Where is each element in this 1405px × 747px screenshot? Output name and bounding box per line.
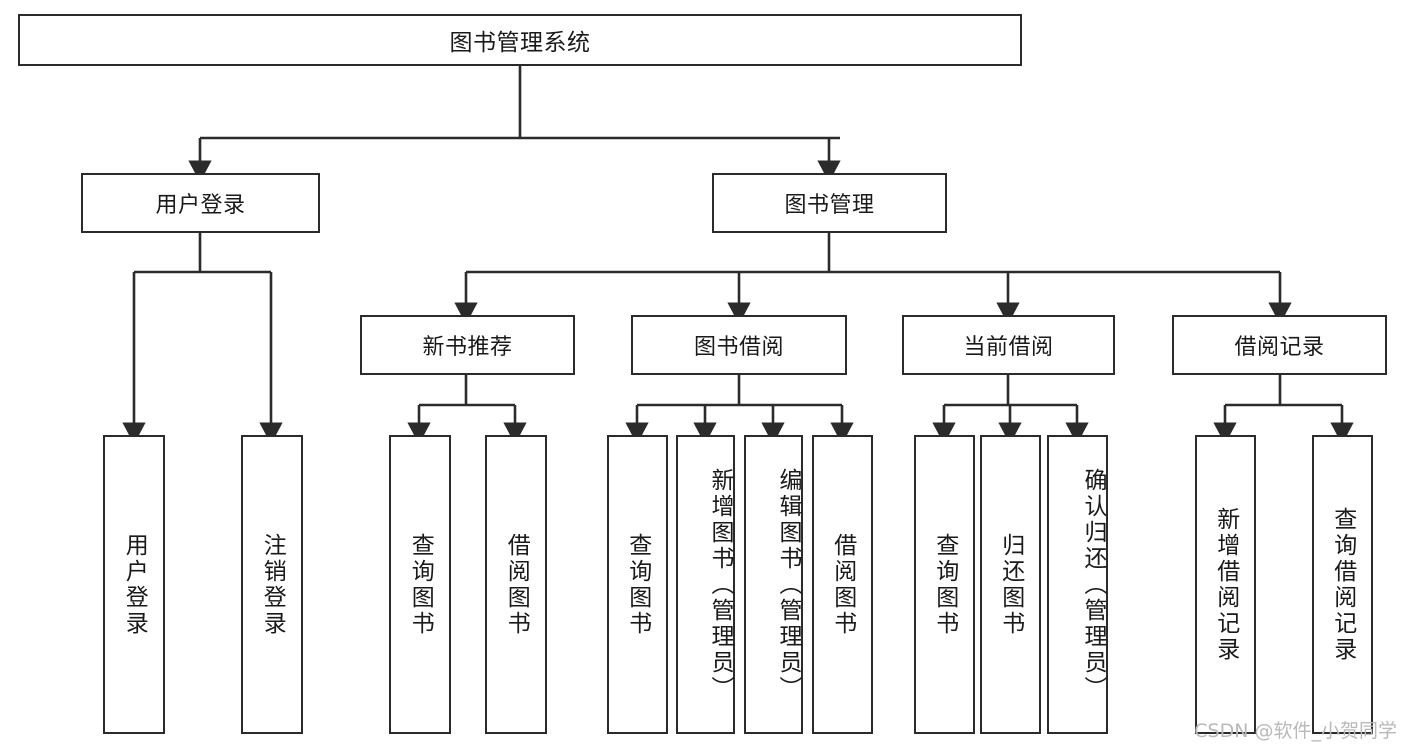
- node-book-manage-label: 图书管理: [784, 193, 875, 218]
- leaf-new-book-query-label: 查询图书: [407, 532, 434, 637]
- leaf-new-book-query[interactable]: 查询图书: [389, 435, 451, 734]
- leaf-book-borrow-add-label: 新增图书（管理员）: [707, 467, 733, 702]
- leaf-borrow-record-query[interactable]: 查询借阅记录: [1312, 435, 1373, 734]
- node-root-label: 图书管理系统: [449, 30, 591, 56]
- node-user-login-label: 用户登录: [155, 193, 246, 218]
- leaf-current-borrow-return-label: 归还图书: [997, 532, 1024, 637]
- node-borrow-record[interactable]: 借阅记录: [1172, 315, 1387, 375]
- leaf-book-borrow-query[interactable]: 查询图书: [607, 435, 668, 734]
- leaf-book-borrow-edit-label: 编辑图书（管理员）: [775, 467, 801, 702]
- node-user-login[interactable]: 用户登录: [81, 173, 320, 233]
- leaf-new-book-borrow[interactable]: 借阅图书: [485, 435, 547, 734]
- node-borrow-record-label: 借阅记录: [1234, 335, 1325, 360]
- leaf-user-login-login-label: 用户登录: [121, 532, 148, 637]
- watermark: CSDN @软件_小贺同学: [1194, 720, 1397, 742]
- leaf-book-borrow-add[interactable]: 新增图书（管理员）: [676, 435, 735, 734]
- node-new-book-recommend-label: 新书推荐: [422, 335, 513, 360]
- node-root[interactable]: 图书管理系统: [18, 14, 1022, 66]
- node-book-manage[interactable]: 图书管理: [712, 173, 947, 233]
- leaf-borrow-record-query-label: 查询借阅记录: [1329, 506, 1356, 663]
- node-new-book-recommend[interactable]: 新书推荐: [360, 315, 575, 375]
- leaf-user-login-logout-label: 注销登录: [259, 532, 286, 637]
- node-book-borrow-label: 图书借阅: [693, 335, 784, 360]
- leaf-book-borrow-borrow-label: 借阅图书: [829, 532, 856, 637]
- leaf-current-borrow-query-label: 查询图书: [931, 532, 958, 637]
- leaf-current-borrow-return[interactable]: 归还图书: [980, 435, 1041, 734]
- node-current-borrow-label: 当前借阅: [963, 335, 1054, 360]
- leaf-user-login-logout[interactable]: 注销登录: [241, 435, 303, 734]
- leaf-book-borrow-edit[interactable]: 编辑图书（管理员）: [744, 435, 803, 734]
- node-current-borrow[interactable]: 当前借阅: [902, 315, 1115, 375]
- leaf-current-borrow-confirm[interactable]: 确认归还（管理员）: [1047, 435, 1108, 734]
- leaf-new-book-borrow-label: 借阅图书: [503, 532, 530, 637]
- leaf-book-borrow-query-label: 查询图书: [624, 532, 651, 637]
- leaf-book-borrow-borrow[interactable]: 借阅图书: [812, 435, 873, 734]
- leaf-current-borrow-confirm-label: 确认归还（管理员）: [1080, 467, 1106, 702]
- leaf-user-login-login[interactable]: 用户登录: [103, 435, 165, 734]
- node-book-borrow[interactable]: 图书借阅: [631, 315, 847, 375]
- leaf-borrow-record-add[interactable]: 新增借阅记录: [1195, 435, 1256, 734]
- leaf-current-borrow-query[interactable]: 查询图书: [914, 435, 975, 734]
- leaf-borrow-record-add-label: 新增借阅记录: [1212, 506, 1239, 663]
